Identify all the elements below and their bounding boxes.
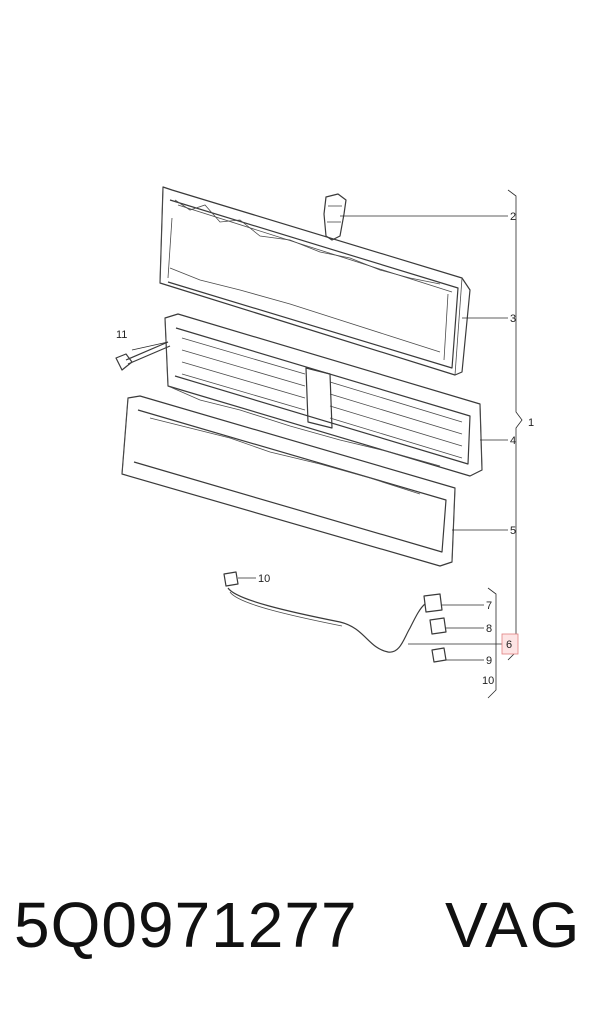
callout-10-harness: 10 <box>258 573 270 585</box>
callout-5: 5 <box>510 525 516 537</box>
clip-part <box>323 193 347 241</box>
callout-4: 4 <box>510 435 516 447</box>
callout-6: 6 <box>506 639 512 651</box>
callout-labels: 2 3 1 4 5 11 10 7 8 6 9 10 <box>116 211 534 687</box>
callout-7: 7 <box>486 600 492 612</box>
lower-surround-frame <box>121 395 456 567</box>
wiring-harness <box>223 571 447 663</box>
callout-2: 2 <box>510 211 516 223</box>
part-number: 5Q0971277 <box>14 889 358 961</box>
leader-lines <box>131 189 523 699</box>
callout-1: 1 <box>528 417 534 429</box>
footer: 5Q0971277 VAG <box>0 888 600 988</box>
callout-3: 3 <box>510 313 516 325</box>
air-shutter-louvre-unit <box>164 313 483 477</box>
callout-11: 11 <box>116 329 127 341</box>
upper-air-guide-frame <box>159 186 471 376</box>
brand-label: VAG <box>445 889 582 961</box>
callout-8: 8 <box>486 623 492 635</box>
callout-9: 9 <box>486 655 492 667</box>
exploded-parts-diagram: 2 3 1 4 5 11 10 7 8 6 9 10 <box>115 186 534 699</box>
highlight-box <box>501 633 519 655</box>
callout-10-group: 10 <box>482 675 494 687</box>
bolt-part <box>115 341 171 371</box>
